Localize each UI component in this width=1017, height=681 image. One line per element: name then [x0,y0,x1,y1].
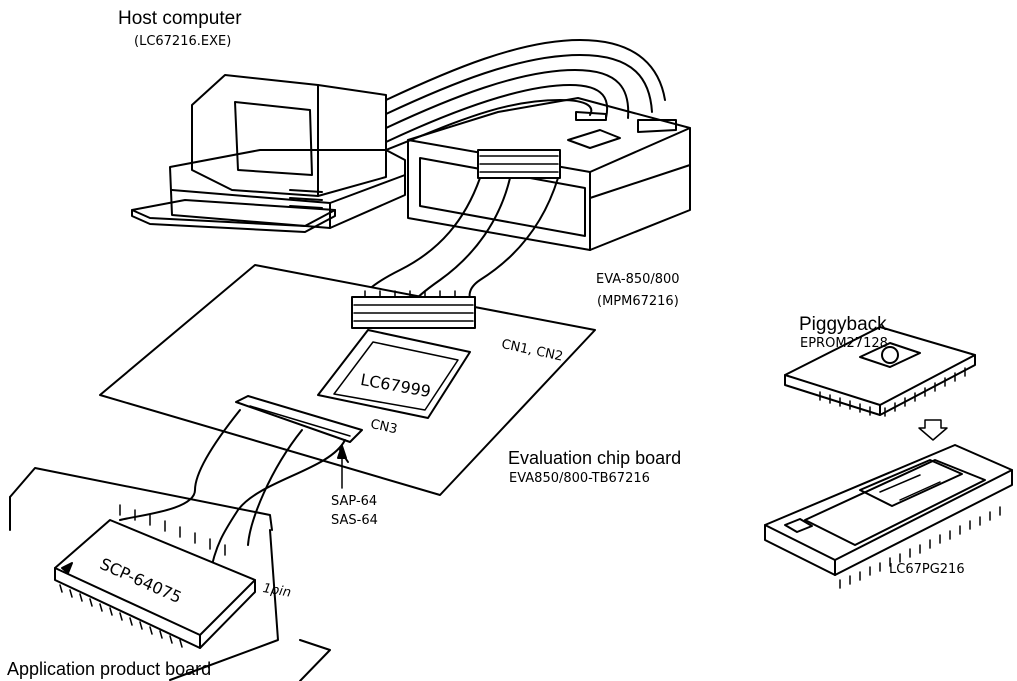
keyboard [132,200,335,226]
evaluation-board-subtitle: EVA850/800-TB67216 [509,472,650,485]
host-computer-subtitle: (LC67216.EXE) [134,35,231,48]
application-board [10,468,330,681]
sas-label: SAS-64 [331,514,378,527]
eva-sub-label: (MPM67216) [597,295,679,308]
sap-label: SAP-64 [331,495,377,508]
evaluation-board-title: Evaluation chip board [508,449,681,467]
monitor-screen [235,102,312,175]
host-computer-title: Host computer [118,9,242,28]
piggyback-title: Piggyback [799,315,887,334]
monitor [192,75,386,196]
host-computer [132,75,405,232]
eva-name-label: EVA-850/800 [596,273,680,286]
down-arrow-icon [919,420,947,440]
application-board-title: Application product board [7,660,211,678]
piggyback-subtitle: EPROM27128 [800,337,888,350]
lc67pg216-label: LC67PG216 [889,563,965,576]
